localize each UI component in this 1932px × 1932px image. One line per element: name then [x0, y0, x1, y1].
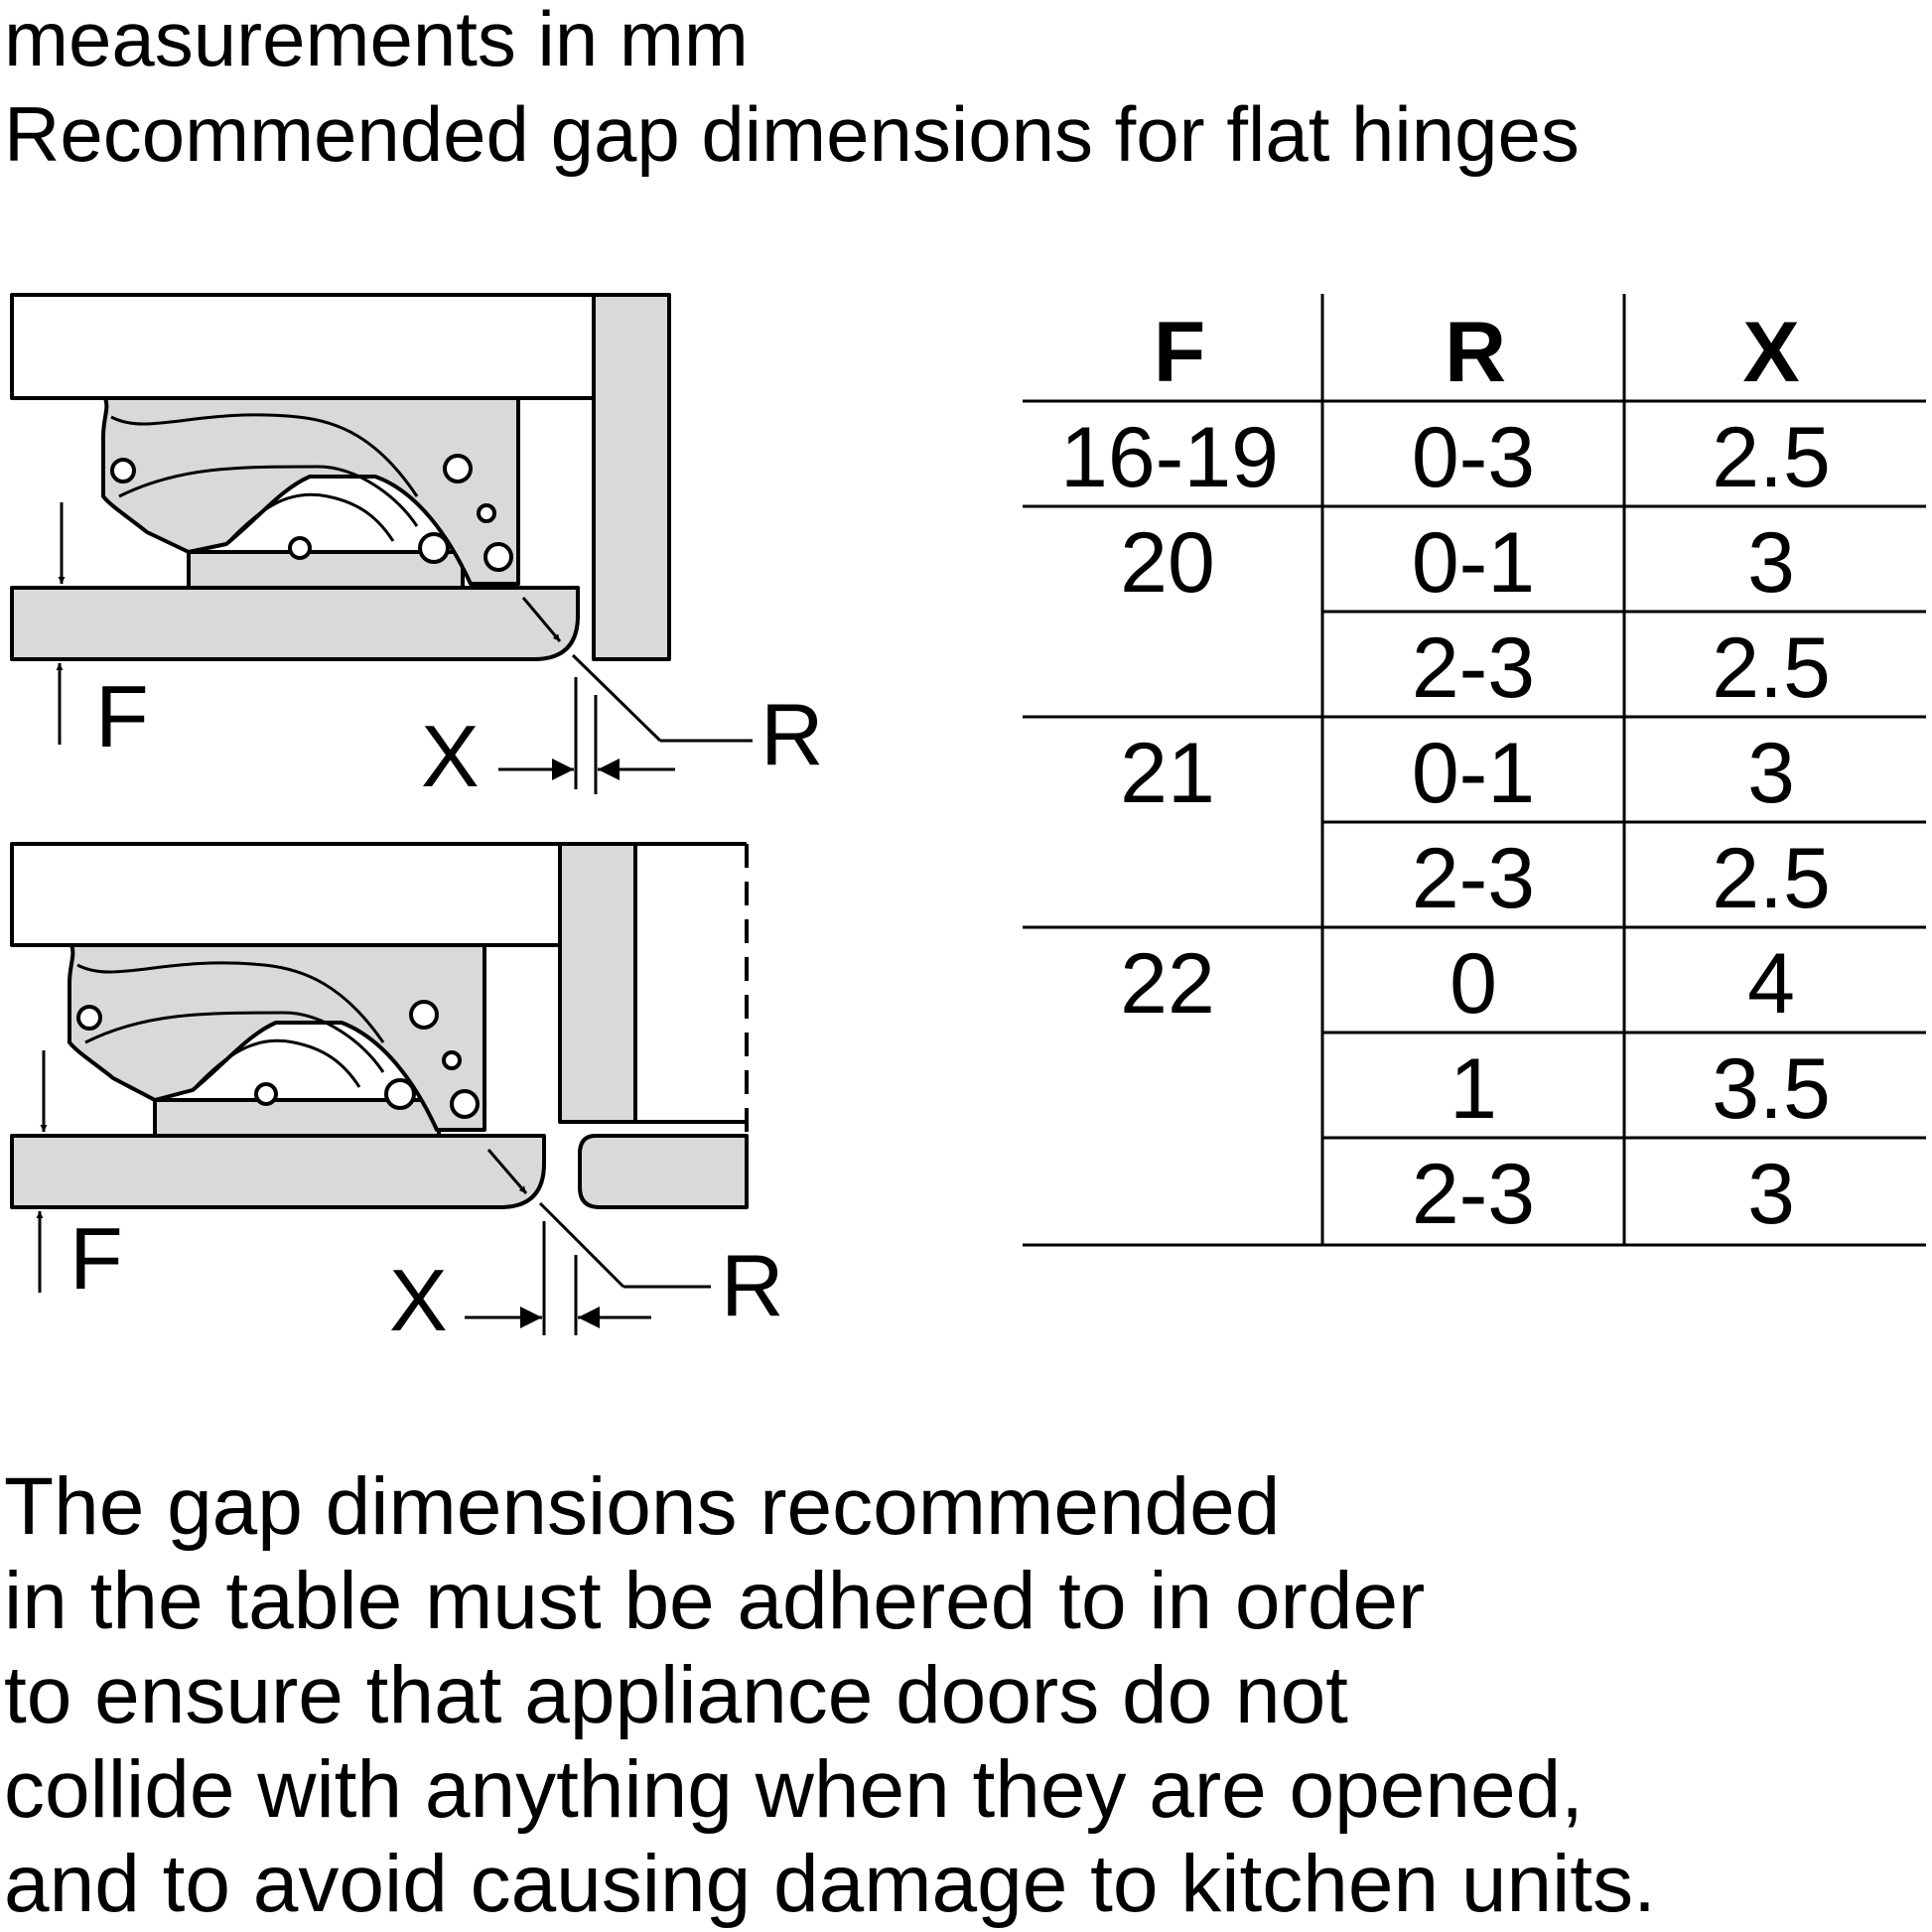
table-body: 16-19 0-3 2.5 20 0-1 3 2-3 2.5 21 0-1 3 … — [1060, 410, 1831, 1242]
bottom-side-panel — [558, 842, 637, 1124]
bottom-door-panel — [10, 1134, 546, 1209]
instruction-line: and to avoid causing damage to kitchen u… — [4, 1839, 1656, 1929]
table-cell-f: 22 — [1120, 936, 1215, 1032]
bottom-cabinet-panel — [10, 842, 568, 947]
bottom-adjacent-door — [578, 1134, 749, 1209]
table-header-x: X — [1742, 305, 1799, 400]
table-cell-x: 2.5 — [1712, 831, 1831, 926]
bottom-screw-hole — [409, 1000, 439, 1030]
table-header-f: F — [1154, 305, 1206, 400]
instruction-line: The gap dimensions recommended — [4, 1461, 1281, 1552]
table-cell-r: 2-3 — [1412, 831, 1535, 926]
bottom-screw-hole — [384, 1078, 416, 1110]
table-cell-f: 21 — [1120, 726, 1215, 821]
page-title: Recommended gap dimensions for flat hing… — [4, 90, 1580, 178]
table-cell-r: 0 — [1449, 936, 1497, 1032]
top-screw-hole — [483, 542, 513, 572]
bottom-hinge-diagram — [10, 842, 749, 1209]
top-hinge-diagram — [10, 293, 671, 661]
units-note: measurements in mm — [4, 0, 749, 82]
top-label-f: F — [95, 667, 149, 765]
bottom-dimension-marks — [36, 1050, 711, 1335]
table-cell-x: 3 — [1747, 726, 1795, 821]
bottom-screw-hole — [450, 1089, 480, 1119]
table-cell-r: 1 — [1449, 1041, 1497, 1137]
table-cell-x: 3 — [1747, 1147, 1795, 1242]
table-cell-r: 0-1 — [1412, 726, 1535, 821]
top-screw-hole — [110, 458, 136, 483]
bottom-screw-hole — [254, 1082, 278, 1106]
table-cell-x: 3 — [1747, 515, 1795, 611]
top-door-panel — [10, 586, 580, 661]
top-dimension-marks — [56, 502, 753, 794]
top-label-r: R — [760, 685, 824, 783]
bottom-label-x: X — [389, 1251, 448, 1349]
top-label-x: X — [421, 707, 480, 805]
table-cell-x: 2.5 — [1712, 621, 1831, 716]
top-screw-hole — [418, 532, 450, 564]
table-cell-r: 2-3 — [1412, 1147, 1535, 1242]
top-screw-hole — [477, 503, 496, 523]
table-cell-x: 4 — [1747, 936, 1795, 1032]
table-cell-r: 0-1 — [1412, 515, 1535, 611]
gap-table: F R X 16-19 0-3 2.5 20 0-1 3 2-3 2.5 21 … — [1023, 294, 1926, 1247]
table-cell-r: 2-3 — [1412, 621, 1535, 716]
bottom-label-f: F — [69, 1209, 123, 1308]
instruction-line: collide with anything when they are open… — [4, 1744, 1584, 1835]
table-cell-f: 20 — [1120, 515, 1215, 611]
top-screw-hole — [288, 536, 312, 560]
top-cabinet-panel — [10, 293, 600, 400]
top-side-panel — [592, 293, 671, 661]
table-header-r: R — [1445, 305, 1506, 400]
table-cell-x: 2.5 — [1712, 410, 1831, 505]
table-cell-r: 0-3 — [1412, 410, 1535, 505]
bottom-screw-hole — [442, 1050, 462, 1070]
table-grid — [1023, 294, 1926, 1247]
instruction-paragraph: The gap dimensions recommended in the ta… — [4, 1459, 1656, 1931]
bottom-label-r: R — [721, 1236, 784, 1334]
bottom-screw-hole — [76, 1005, 102, 1031]
table-cell-f: 16-19 — [1060, 410, 1279, 505]
table-cell-x: 3.5 — [1712, 1041, 1831, 1137]
instruction-line: to ensure that appliance doors do not — [4, 1650, 1348, 1740]
instruction-line: in the table must be adhered to in order — [4, 1556, 1426, 1646]
table-header-row: F R X — [1154, 305, 1800, 400]
top-screw-hole — [443, 454, 473, 483]
